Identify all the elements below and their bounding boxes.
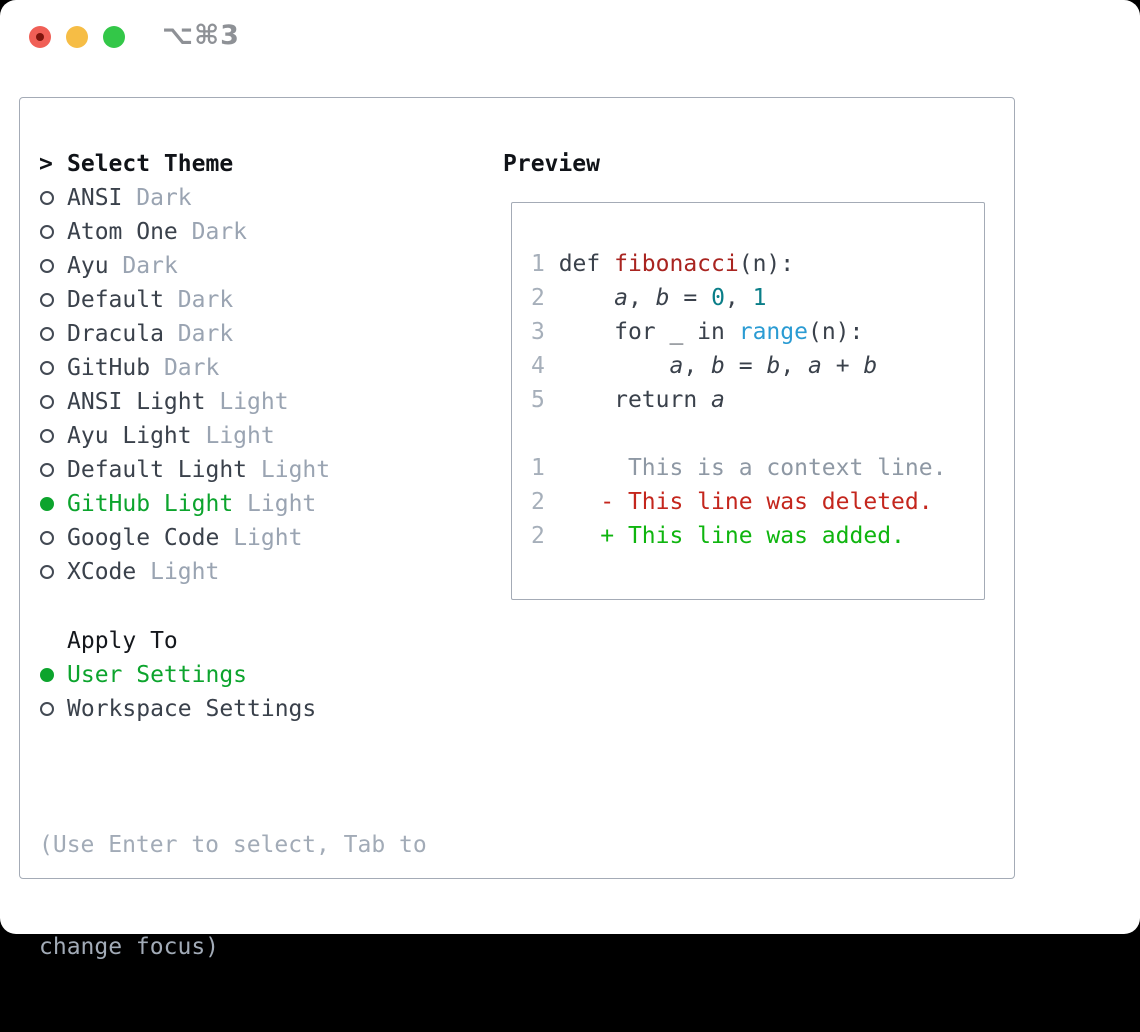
- keyboard-hint-line1: (Use Enter to select, Tab to: [39, 832, 427, 858]
- option-label: Default Light Light: [67, 457, 331, 483]
- line-number: 4: [531, 353, 559, 379]
- zoom-button[interactable]: [103, 26, 125, 48]
- line-number: 1: [531, 251, 559, 277]
- code-line: 5 return a: [531, 387, 725, 413]
- radio-unselected-icon: [39, 327, 67, 341]
- line-number: 3: [531, 319, 559, 345]
- option-label: ANSI Light Light: [67, 389, 289, 415]
- option-label: Google Code Light: [67, 525, 303, 551]
- option-label: XCode Light: [67, 559, 220, 585]
- apply-to-title: Apply To: [67, 628, 178, 654]
- line-number: 2: [531, 285, 559, 311]
- theme-option-default[interactable]: Default Dark: [39, 283, 330, 317]
- radio-unselected-icon: [39, 259, 67, 273]
- code-line: [531, 417, 984, 451]
- code-line: 2 + This line was added.: [531, 523, 905, 549]
- theme-select-header: > Select Theme: [39, 147, 330, 181]
- preview-title: Preview: [503, 151, 600, 177]
- option-label: User Settings: [67, 662, 248, 688]
- theme-option-github-light[interactable]: GitHub Light Light: [39, 487, 330, 521]
- code-line: 2 - This line was deleted.: [531, 489, 933, 515]
- radio-unselected-icon: [39, 191, 67, 205]
- theme-option-xcode[interactable]: XCode Light: [39, 555, 330, 589]
- option-label: GitHub Dark: [67, 355, 220, 381]
- code-line: 1 def fibonacci(n):: [531, 251, 795, 277]
- radio-selected-icon: [39, 668, 67, 682]
- theme-option-default-light[interactable]: Default Light Light: [39, 453, 330, 487]
- close-dot-icon: [36, 33, 44, 41]
- apply-to-header: Apply To: [39, 624, 316, 658]
- theme-option-google-code[interactable]: Google Code Light: [39, 521, 330, 555]
- radio-selected-icon: [39, 497, 67, 511]
- preview-pane: 1 def fibonacci(n): 2 a, b = 0, 1 3 for _ …: [511, 202, 985, 600]
- line-number: 2: [531, 523, 559, 549]
- theme-option-ayu[interactable]: Ayu Dark: [39, 249, 330, 283]
- radio-unselected-icon: [39, 565, 67, 579]
- theme-option-dracula[interactable]: Dracula Dark: [39, 317, 330, 351]
- option-label: Atom One Dark: [67, 219, 248, 245]
- apply-option-user-settings[interactable]: User Settings: [39, 658, 316, 692]
- radio-unselected-icon: [39, 361, 67, 375]
- option-label: ANSI Dark: [67, 185, 192, 211]
- line-number: 2: [531, 489, 559, 515]
- option-label: Dracula Dark: [67, 321, 234, 347]
- apply-option-workspace-settings[interactable]: Workspace Settings: [39, 692, 316, 726]
- keyboard-hint-line2: change focus): [39, 934, 220, 960]
- option-label: Workspace Settings: [67, 696, 317, 722]
- radio-unselected-icon: [39, 531, 67, 545]
- theme-option-github[interactable]: GitHub Dark: [39, 351, 330, 385]
- theme-option-ayu-light[interactable]: Ayu Light Light: [39, 419, 330, 453]
- option-label: Ayu Dark: [67, 253, 178, 279]
- option-label: Default Dark: [67, 287, 234, 313]
- radio-unselected-icon: [39, 293, 67, 307]
- code-line: 2 a, b = 0, 1: [531, 285, 767, 311]
- prompt-caret-icon: >: [39, 151, 53, 177]
- window-shortcut-label: ⌥⌘3: [162, 20, 240, 51]
- option-label: Ayu Light Light: [67, 423, 275, 449]
- close-button[interactable]: [29, 26, 51, 48]
- keyboard-hint: (Use Enter to select, Tab to change focu…: [39, 760, 427, 1032]
- option-label: GitHub Light Light: [67, 491, 317, 517]
- line-number: 1: [531, 455, 559, 481]
- theme-option-ansi[interactable]: ANSI Dark: [39, 181, 330, 215]
- theme-select-title: Select Theme: [67, 151, 234, 177]
- theme-option-atom-one[interactable]: Atom One Dark: [39, 215, 330, 249]
- radio-unselected-icon: [39, 429, 67, 443]
- radio-unselected-icon: [39, 702, 67, 716]
- code-line: 4 a, b = b, a + b: [531, 353, 878, 379]
- code-line: 1 This is a context line.: [531, 455, 947, 481]
- theme-option-ansi-light[interactable]: ANSI Light Light: [39, 385, 330, 419]
- minimize-button[interactable]: [66, 26, 88, 48]
- radio-unselected-icon: [39, 463, 67, 477]
- radio-unselected-icon: [39, 225, 67, 239]
- code-line: 3 for _ in range(n):: [531, 319, 864, 345]
- radio-unselected-icon: [39, 395, 67, 409]
- line-number: 5: [531, 387, 559, 413]
